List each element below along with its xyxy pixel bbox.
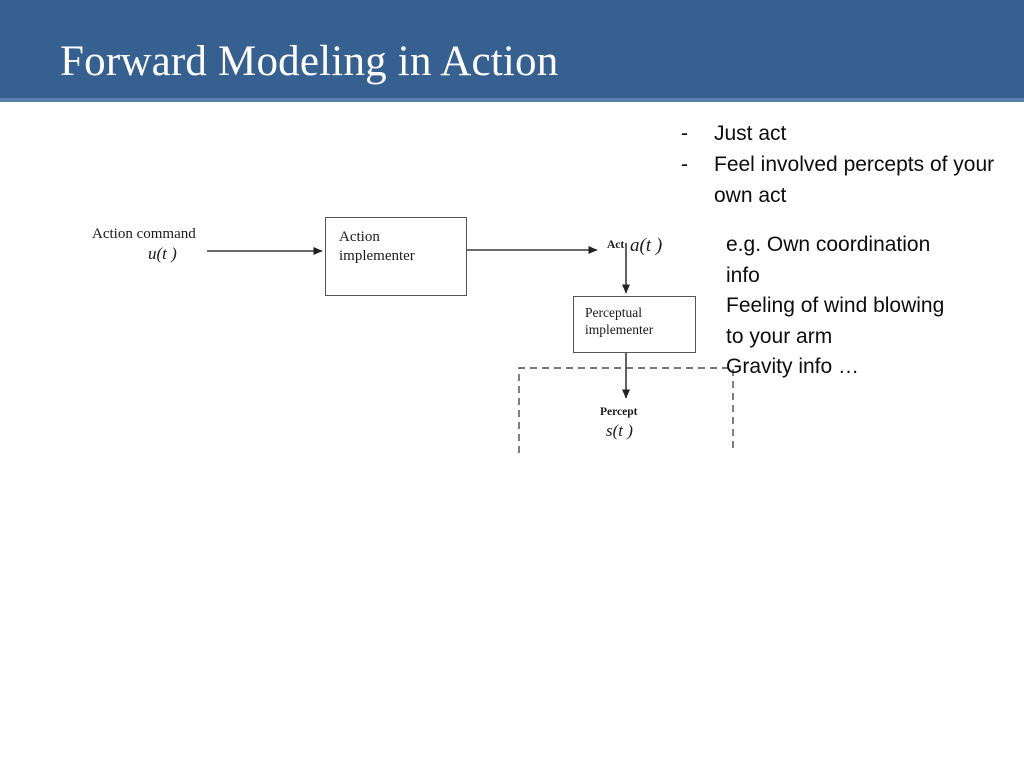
box-action-implementer-label: Action implementer	[339, 229, 415, 264]
example-note-block: e.g. Own coordination info Feeling of wi…	[726, 230, 1024, 383]
box-action-implementer: Action implementer	[325, 217, 467, 296]
note-line: Feeling of wind blowing	[726, 294, 945, 317]
bullet-list: - Just act - Feel involved percepts of y…	[681, 118, 1021, 211]
label-act-signal: a(t )	[630, 235, 663, 256]
slide-title-banner	[0, 0, 1024, 98]
label-percept-signal: s(t )	[606, 421, 633, 440]
label-action-command: Action command	[92, 226, 196, 242]
box-perceptual-implementer: Perceptual implementer	[573, 296, 696, 353]
bullet-text: Feel involved percepts of your own act	[714, 153, 995, 207]
note-line: Gravity info …	[726, 355, 860, 378]
list-item: - Feel involved percepts of your own act	[681, 149, 1021, 211]
page-title: Forward Modeling in Action	[60, 38, 559, 85]
note-line: e.g. Own coordination	[726, 233, 931, 256]
list-item: - Just act	[681, 118, 1021, 149]
bullet-marker: -	[681, 122, 688, 145]
bullet-marker: -	[681, 153, 688, 176]
dashed-percept-group-outline	[518, 367, 734, 453]
note-line: to your arm	[726, 324, 833, 348]
note-line: info	[726, 263, 760, 287]
slide-title-underline	[0, 98, 1024, 102]
label-action-command-signal: u(t )	[148, 244, 177, 263]
box-perceptual-implementer-label: Perceptual implementer	[585, 305, 654, 337]
bullet-text: Just act	[714, 122, 787, 145]
label-act: Act	[607, 239, 625, 251]
label-percept: Percept	[600, 406, 638, 418]
